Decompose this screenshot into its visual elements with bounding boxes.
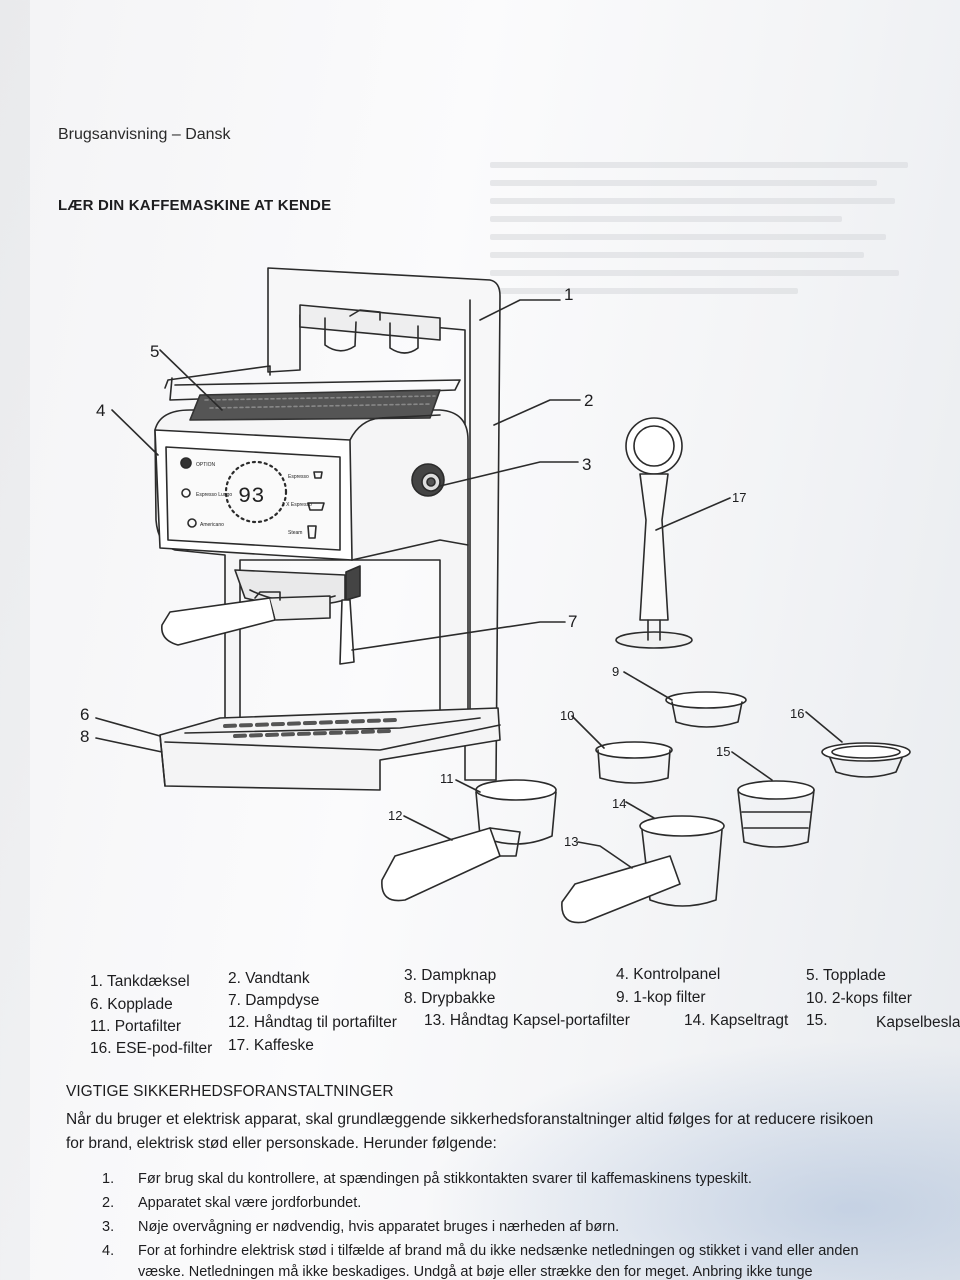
callout-4: 4 [96, 401, 105, 420]
safety-section-title: VIGTIGE SIKKERHEDSFORANSTALTNINGER [66, 1083, 394, 1100]
legend-item-16: 16. ESE-pod-filter [90, 1040, 213, 1057]
panel-espresso-lungo-label: Espresso Lungo [196, 492, 232, 498]
callout-3: 3 [582, 455, 591, 474]
callout-1: 1 [564, 285, 573, 304]
callout-2: 2 [584, 391, 593, 410]
drip-tray-drawing [159, 707, 501, 791]
steam-wand-drawing [339, 565, 361, 665]
legend-item-5: 5. Topplade [806, 967, 886, 984]
machine-body-drawing [154, 365, 469, 721]
section-title: LÆR DIN KAFFEMASKINE AT KENDE [58, 197, 332, 214]
legend-item-4: 4. Kontrolpanel [616, 966, 721, 983]
light-reflection [420, 1040, 960, 1280]
loose-portafilters-drawing [381, 779, 725, 924]
safety-item-number: 2. [102, 1195, 115, 1211]
callout-13: 13 [564, 834, 578, 849]
safety-item-number: 4. [102, 1243, 115, 1259]
safety-item-text: Før brug skal du kontrollere, at spændin… [138, 1171, 752, 1187]
leader-lines [95, 299, 843, 869]
callout-5: 5 [150, 342, 159, 361]
legend-item-13: 13. Håndtag Kapsel-portafilter [424, 1012, 630, 1029]
legend-item-1: 1. Tankdæksel [90, 973, 190, 990]
legend-item-17: 17. Kaffeske [228, 1037, 314, 1054]
callout-8: 8 [80, 727, 89, 746]
legend-item-11: 11. Portafilter [90, 1018, 182, 1035]
safety-intro: Når du bruger et elektrisk apparat, skal… [66, 1108, 960, 1156]
callout-11: 11 [440, 771, 454, 786]
legend-item-8: 8. Drypbakke [404, 990, 496, 1007]
legend-item-6: 6. Kopplade [90, 996, 173, 1013]
control-panel-drawing [180, 457, 325, 539]
safety-item-4: 4. For at forhindre elektrisk stød i tilf… [102, 1243, 859, 1259]
filter-baskets-drawing [595, 691, 911, 848]
callout-15: 15 [716, 744, 730, 759]
installed-portafilter-drawing [161, 591, 331, 646]
callout-17: 17 [732, 490, 746, 505]
safety-intro-line-2: for brand, elektrisk stød eller personsk… [66, 1135, 497, 1152]
legend-item-10: 10. 2-kops filter [806, 990, 912, 1007]
legend-item-12: 12. Håndtag til portafilter [228, 1014, 397, 1031]
page-header: Brugsanvisning – Dansk [58, 126, 231, 143]
callout-12: 12 [388, 808, 402, 823]
bleed-through-text [490, 150, 930, 306]
safety-item-number: 3. [102, 1219, 115, 1235]
callout-14: 14 [612, 796, 626, 811]
legend-item-2: 2. Vandtank [228, 970, 310, 987]
callout-7: 7 [568, 612, 577, 631]
legend-item-7: 7. Dampdyse [228, 992, 320, 1009]
callout-6: 6 [80, 705, 89, 724]
safety-intro-line-1: Når du bruger et elektrisk apparat, skal… [66, 1111, 874, 1128]
coffee-machine-diagram: OPTION Espresso Lungo Americano Espresso… [80, 267, 911, 924]
safety-item-text: Nøje overvågning er nødvendig, hvis appa… [138, 1219, 620, 1235]
legend-item-14: 14. Kapseltragt [684, 1012, 789, 1029]
panel-americano-label: Americano [200, 522, 224, 528]
safety-item-number: 1. [102, 1171, 115, 1187]
callout-9: 9 [612, 664, 619, 679]
panel-steam-label: Steam [288, 530, 302, 536]
safety-item-4-continuation: væske. Netledningen må ikke beskadiges. … [138, 1264, 813, 1280]
callout-numbers: 1 2 3 4 5 6 7 8 9 10 11 12 13 14 15 16 1… [80, 285, 804, 849]
legend-item-15-number: 15. [806, 1012, 828, 1029]
panel-text: OPTION Espresso Lungo Americano Espresso… [196, 462, 312, 536]
safety-item-text: Apparatet skal være jordforbundet. [138, 1195, 362, 1211]
callout-16: 16 [790, 706, 804, 721]
panel-espresso-label: Espresso [288, 474, 309, 480]
legend-item-3: 3. Dampknap [404, 967, 497, 984]
coffee-scoop-drawing [615, 417, 693, 649]
safety-item-3: 3. Nøje overvågning er nødvendig, hvis ap… [102, 1219, 619, 1235]
panel-display-value: 93 [238, 484, 264, 509]
safety-item-2: 2. Apparatet skal være jordforbundet. [102, 1195, 361, 1211]
panel-2x-espresso-label: 2 X Espresso [282, 502, 312, 508]
safety-item-text: For at forhindre elektrisk stød i tilfæl… [138, 1243, 859, 1259]
legend-item-9: 9. 1-kop filter [616, 989, 706, 1006]
callout-10: 10 [560, 708, 574, 723]
safety-item-1: 1. Før brug skal du kontrollere, at spænd… [102, 1171, 752, 1187]
panel-option-label: OPTION [196, 462, 216, 468]
legend-item-15-label: Kapselbeslag [876, 1014, 960, 1031]
